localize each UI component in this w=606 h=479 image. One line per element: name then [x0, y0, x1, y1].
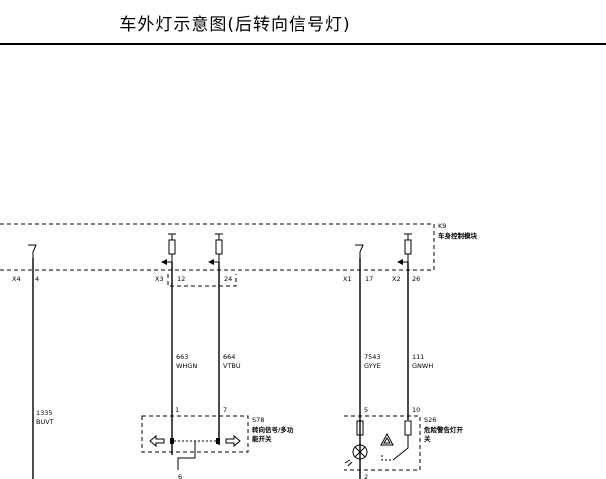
wire-664-circuit: 664	[223, 353, 235, 361]
s78-pin-a: 1	[175, 406, 179, 414]
s26-name-line2: 关	[424, 434, 431, 443]
left-arrow-icon	[149, 434, 165, 448]
wire-111	[397, 233, 412, 420]
diagram-title: 车外灯示意图(后转向信号灯)	[119, 15, 351, 35]
pin-x2-26: 26	[412, 275, 420, 283]
s26-name-line1: 危险警告灯开	[423, 425, 464, 434]
wire-1335-color: BUVT	[36, 418, 54, 426]
wire-663	[161, 233, 176, 455]
wire-1335	[28, 244, 37, 479]
x3-connector-bracket	[167, 274, 237, 287]
s78-name-line1: 转向信号/多功	[252, 425, 294, 434]
title-divider	[0, 43, 606, 45]
wire-111-color: GNWH	[412, 362, 433, 370]
s26-pin-b: 10	[412, 406, 420, 414]
pin-x1-17: 17	[365, 275, 373, 283]
wire-664	[208, 233, 223, 445]
pin-x3-12: 12	[177, 275, 185, 283]
k9-name: 车身控制模块	[438, 231, 478, 240]
s26-pin-c: 2	[364, 473, 368, 479]
s78-switch	[141, 415, 249, 470]
pin-x4-4: 4	[35, 275, 39, 283]
wire-663-circuit: 663	[176, 353, 188, 361]
hazard-triangle-icon	[380, 432, 394, 446]
wire-7543-circuit: 7543	[364, 353, 381, 361]
connector-x2: X2	[392, 275, 401, 283]
connector-x3: X3	[155, 275, 164, 283]
wire-663-color: WHGN	[176, 362, 197, 370]
s78-name-line2: 能开关	[252, 434, 272, 443]
wire-7543-color: GYYE	[364, 362, 381, 370]
connector-x1: X1	[343, 275, 352, 283]
connector-x4: X4	[12, 275, 21, 283]
s26-ref: S26	[424, 416, 436, 424]
s78-ref: S78	[252, 416, 264, 424]
k9-ref: K9	[438, 222, 446, 230]
wire-1335-circuit: 1335	[36, 409, 53, 417]
pin-24: 24	[224, 275, 232, 283]
s26-pin-a: 5	[364, 406, 368, 414]
indicator-lamp-icon	[352, 444, 368, 460]
s78-pin-b: 7	[223, 406, 227, 414]
s26-switch	[344, 415, 421, 471]
wire-7543	[355, 244, 364, 479]
right-arrow-icon	[225, 434, 241, 448]
s78-pin-c: 6	[178, 473, 182, 479]
wire-111-circuit: 111	[412, 353, 424, 361]
k9-module-boundary	[0, 223, 435, 271]
wire-664-color: VTBU	[223, 362, 241, 370]
